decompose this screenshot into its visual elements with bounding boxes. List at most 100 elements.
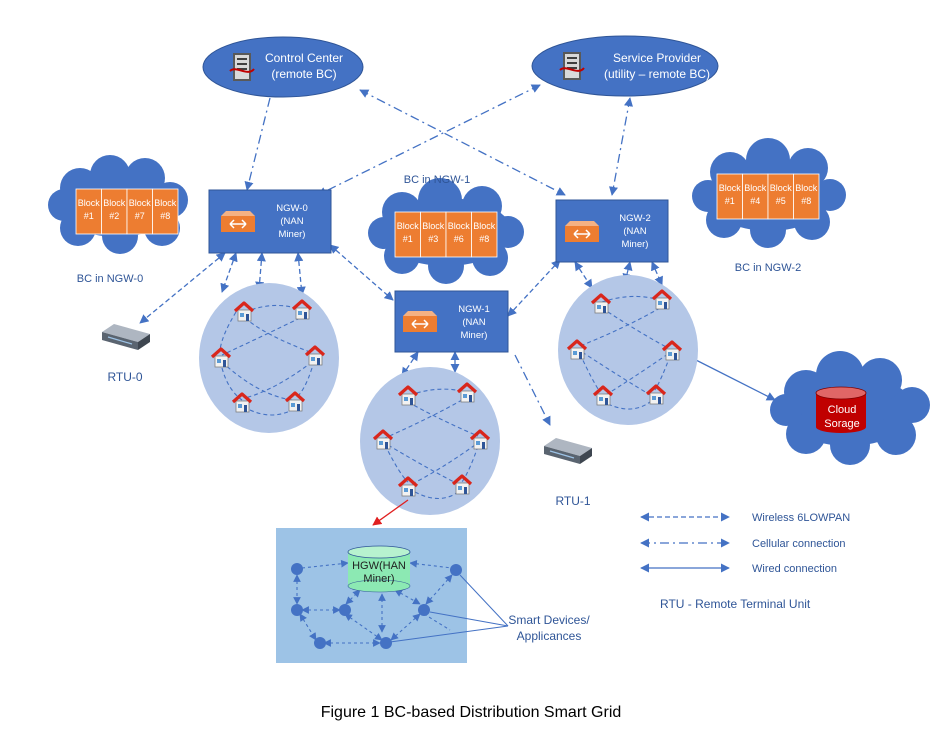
hgw-node: HGW(HAN Miner) — [347, 545, 411, 593]
service-provider-subtitle: (utility – remote BC) — [604, 67, 710, 81]
ngw1-role-line2: Miner) — [461, 330, 488, 341]
ngw0-node: NGW-0 (NAN Miner) — [208, 189, 332, 254]
database-icon — [815, 386, 867, 433]
block-word: Block — [129, 198, 152, 208]
cloud-storage-node: Cloud Sorage — [770, 351, 930, 465]
block-word: Block — [103, 198, 126, 208]
block-number: #1 — [403, 234, 413, 244]
block-cell — [126, 188, 153, 235]
bc-ngw1-label: BC in NGW-1 — [404, 174, 470, 186]
bc-cloud-ngw0: Block #1 Block #2 Block #7 Block #8 — [48, 155, 188, 254]
wireless-ngw0-h1 — [220, 252, 238, 293]
service-provider-title: Service Provider — [613, 51, 701, 65]
block-cell — [742, 173, 769, 220]
block-number: #8 — [801, 196, 811, 206]
control-center-subtitle: (remote BC) — [271, 67, 336, 81]
hgw-line2: Miner) — [363, 573, 394, 585]
block-cell — [75, 188, 102, 235]
ngw0-role-line1: (NAN — [280, 216, 303, 227]
control-center-title: Control Center — [265, 51, 343, 65]
hgw-line1: HGW(HAN — [352, 560, 406, 572]
wireless-ngw1-ngw2 — [507, 259, 561, 317]
smart-devices-line2: Applicances — [517, 629, 582, 643]
wireless-ngw0-ngw1 — [329, 244, 394, 301]
rtu0-node: RTU-0 — [101, 323, 151, 384]
gateway-icon — [402, 310, 438, 333]
block-number: #8 — [160, 211, 170, 221]
han-panel: HGW(HAN Miner) — [276, 528, 467, 663]
smart-device-pointers — [389, 574, 509, 643]
smart-device-nodes — [291, 563, 462, 649]
rtu-device-icon — [543, 437, 593, 465]
block-word: Block — [78, 198, 101, 208]
bc-ngw2-label: BC in NGW-2 — [735, 262, 801, 274]
legend: Wireless 6LOWPAN Cellular connection Wir… — [640, 512, 850, 611]
gateway-icon — [564, 220, 600, 243]
nan-cluster-2 — [558, 275, 698, 425]
ngw2-name: NGW-2 — [619, 213, 651, 224]
block-cell — [101, 188, 128, 235]
red-han-link — [372, 499, 409, 526]
block-cell — [445, 211, 472, 258]
rtu1-node: RTU-1 — [543, 437, 593, 508]
control-center-node: Control Center (remote BC) — [202, 36, 364, 98]
block-word: Block — [744, 183, 767, 193]
block-number: #3 — [428, 234, 438, 244]
cloud-storage-line1: Cloud — [828, 404, 857, 416]
block-cell — [716, 173, 743, 220]
block-word: Block — [448, 221, 471, 231]
ngw0-role-line2: Miner) — [279, 229, 306, 240]
cellular-sp-ngw0 — [317, 84, 541, 196]
block-number: #2 — [109, 211, 119, 221]
legend-cellular-label: Cellular connection — [752, 538, 846, 550]
block-word: Block — [770, 183, 793, 193]
ngw2-node: NGW-2 (NAN Miner) — [555, 199, 669, 263]
block-number: #6 — [454, 234, 464, 244]
block-cell — [420, 211, 447, 258]
block-word: Block — [154, 198, 177, 208]
cellular-cc-ngw0 — [244, 97, 271, 191]
bc-ngw0-label: BC in NGW-0 — [77, 273, 143, 285]
legend-rtu-definition: RTU - Remote Terminal Unit — [660, 597, 811, 611]
nan-cluster-1 — [360, 367, 500, 515]
ngw0-name: NGW-0 — [276, 203, 308, 214]
wireless-ngw0-h3 — [294, 252, 306, 296]
cellular-sp-ngw2 — [609, 97, 633, 196]
wireless-ngw1-h1 — [401, 351, 419, 377]
block-word: Block — [473, 221, 496, 231]
block-number: #1 — [84, 211, 94, 221]
rtu0-label: RTU-0 — [107, 370, 142, 384]
service-provider-node: Service Provider (utility – remote BC) — [531, 35, 719, 97]
wireless-ngw0-h2 — [255, 252, 266, 291]
bc-cloud-ngw1: Block #1 Block #3 Block #6 Block #8 — [368, 178, 524, 284]
ngw2-role-line2: Miner) — [622, 239, 649, 250]
figure-caption: Figure 1 BC-based Distribution Smart Gri… — [321, 704, 622, 721]
block-word: Block — [795, 183, 818, 193]
block-word: Block — [397, 221, 420, 231]
ngw2-role-line1: (NAN — [623, 226, 646, 237]
wireless-ngw2-h3 — [651, 261, 663, 286]
rtu1-label: RTU-1 — [555, 494, 590, 508]
ngw1-name: NGW-1 — [458, 304, 490, 315]
wireless-ngw2-h1 — [574, 261, 593, 289]
legend-wired-label: Wired connection — [752, 563, 837, 575]
block-number: #5 — [776, 196, 786, 206]
smart-devices-line1: Smart Devices/ — [508, 613, 590, 627]
gateway-icon — [220, 210, 256, 233]
wireless-ngw0-rtu0 — [139, 252, 226, 324]
nan-cluster-0 — [199, 283, 339, 433]
block-cell — [152, 188, 179, 235]
cloud-storage-line2: Sorage — [824, 418, 859, 430]
wired-ngw2-cloud — [689, 356, 776, 401]
block-word: Block — [422, 221, 445, 231]
block-number: #7 — [135, 211, 145, 221]
block-word: Block — [719, 183, 742, 193]
cellular-ngw1-rtu1 — [514, 354, 551, 426]
block-number: #8 — [479, 234, 489, 244]
legend-wireless-label: Wireless 6LOWPAN — [752, 512, 850, 524]
block-cell — [793, 173, 820, 220]
ngw1-role-line1: (NAN — [462, 317, 485, 328]
block-number: #4 — [750, 196, 760, 206]
